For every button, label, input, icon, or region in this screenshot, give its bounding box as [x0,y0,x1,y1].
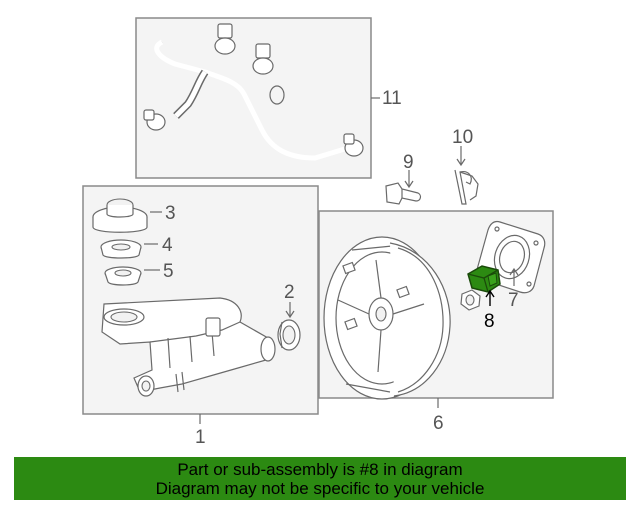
callout-10: 10 [452,127,473,148]
strainer [104,266,142,286]
banner-line-2: Diagram may not be specific to your vehi… [155,479,485,498]
callout-5: 5 [163,261,174,282]
hose-clamp-3 [143,109,166,131]
info-banner: Part or sub-assembly is #8 in diagram Di… [14,457,626,500]
callout-9: 9 [403,152,414,173]
booster-nut [460,289,481,311]
callout-4: 4 [162,235,173,256]
master-cylinder-group: 3 4 5 [82,185,319,448]
hose-clamp-1 [214,23,236,55]
callout-2: 2 [284,282,295,303]
hose-clamp-2 [252,43,274,75]
callout-11: 11 [382,88,402,109]
reservoir-cap [92,198,148,233]
leader-8 [485,289,495,306]
brake-booster-group: 7 8 6 [318,210,554,434]
hose-assembly-group: 11 [135,17,402,179]
callout-7: 7 [508,290,519,311]
callout-1: 1 [195,427,206,448]
brake-booster [323,236,451,400]
callout-6: 6 [433,413,444,434]
master-cylinder-body [101,297,276,397]
leader-9 [404,170,414,189]
callout-8: 8 [484,311,495,332]
banner-line-1: Part or sub-assembly is #8 in diagram [177,460,463,479]
hose-clamp-4 [343,133,364,157]
diaphragm [100,239,142,259]
vacuum-hose-inner [154,39,349,161]
branch-hose-inner [174,70,208,118]
leader-10 [456,146,466,167]
retaining-clip [454,169,479,205]
leader-2 [285,302,295,319]
leader-7 [509,267,519,286]
clevis-pin [385,182,422,205]
highlighted-part-8 [467,265,501,293]
o-ring [269,85,285,105]
callout-3: 3 [165,203,176,224]
seal-ring [277,319,301,351]
parts-diagram: 11 3 4 5 [82,17,554,448]
